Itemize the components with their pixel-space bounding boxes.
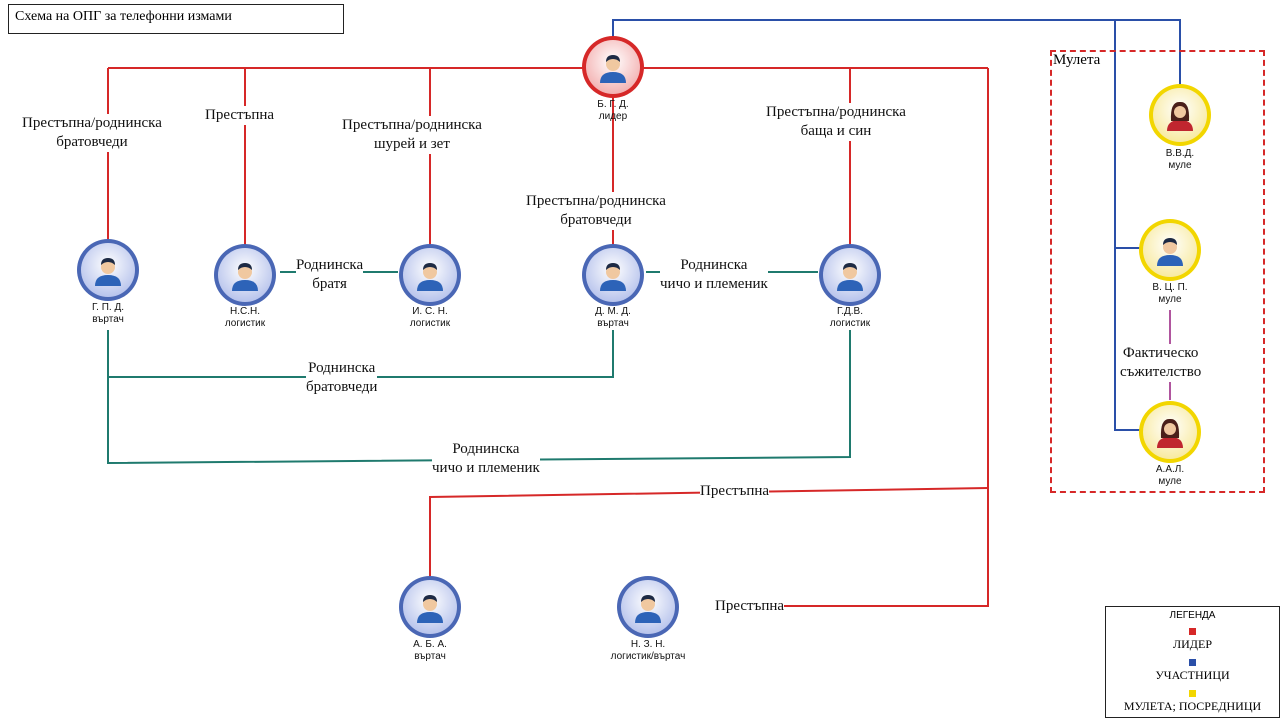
node-gpd: Г. П. Д. въртач xyxy=(43,302,173,326)
node-role: логистик/въртач xyxy=(610,651,686,662)
node-role: логистик xyxy=(829,318,871,329)
link-label-line: Роднинска xyxy=(452,441,520,457)
legend: ЛЕГЕНДА ЛИДЕР УЧАСТНИЦИ МУЛЕТА; ПОСРЕДНИ… xyxy=(1105,606,1280,718)
link-label-nsn-isn: Роднинска братя xyxy=(296,256,364,294)
link-label-line: Престъпна/роднинска xyxy=(766,104,906,120)
node-name: Б. Г. Д. xyxy=(597,99,629,110)
link-label-line: чичо и племеник xyxy=(432,460,540,476)
node-gpd-icon xyxy=(77,239,139,301)
mules-group-box xyxy=(1050,50,1265,493)
link-label-line: Престъпна xyxy=(715,598,785,614)
link-label-line: Роднинска xyxy=(308,360,376,376)
node-name: А.А.Л. xyxy=(1155,464,1185,475)
node-isn: И. С. Н. логистик xyxy=(365,306,495,330)
link-label-bgd-nsn: Престъпна xyxy=(205,106,275,125)
legend-swatch-leader xyxy=(1189,628,1196,635)
link-label-bgd-dmd: Престъпна/роднинска братовчеди xyxy=(526,192,666,230)
link-label-line: чичо и племеник xyxy=(660,276,768,292)
node-nsn: Н.С.Н. логистик xyxy=(180,306,310,330)
link-label-vcp-aal: Фактическо съжителство xyxy=(1120,344,1202,382)
link-label-bgd-gdv: Престъпна/роднинска баща и син xyxy=(766,103,906,141)
link-label-bgd-aba: Престъпна xyxy=(700,482,770,501)
legend-swatch-mules xyxy=(1189,690,1196,697)
link-bgd-mules xyxy=(612,19,1181,88)
node-name: Г. П. Д. xyxy=(91,302,125,313)
link-label-gpd-dmd: Роднинска братовчеди xyxy=(306,359,378,397)
node-nsn-icon xyxy=(214,244,276,306)
link-label-line: братовчеди xyxy=(306,379,378,395)
link-label-line: братовчеди xyxy=(560,212,632,228)
node-role: въртач xyxy=(92,314,124,325)
link-label-gpd-gdv: Роднинска чичо и племеник xyxy=(432,440,540,478)
node-role: муле xyxy=(1168,160,1192,171)
link-label-dmd-gdv: Роднинска чичо и племеник xyxy=(660,256,768,294)
link-label-line: Престъпна xyxy=(700,483,770,499)
node-vvd: В.В.Д. муле xyxy=(1115,148,1245,172)
node-role: лидер xyxy=(598,111,628,122)
node-dmd: Д. М. Д. въртач xyxy=(548,306,678,330)
node-name: Н. З. Н. xyxy=(630,639,666,650)
node-bgd-icon xyxy=(582,36,644,98)
link-bgd-right-trunk xyxy=(715,68,989,607)
link-label-line: Престъпна/роднинска xyxy=(342,117,482,133)
node-isn-icon xyxy=(399,244,461,306)
node-role: въртач xyxy=(597,318,629,329)
link-label-line: Роднинска xyxy=(296,257,364,273)
link-mules-trunk-low xyxy=(1114,248,1140,431)
node-role: логистик xyxy=(224,318,266,329)
node-aba-icon xyxy=(399,576,461,638)
node-role: муле xyxy=(1158,294,1182,305)
node-bgd: Б. Г. Д. лидер xyxy=(548,99,678,123)
node-name: А. Б. А. xyxy=(413,639,447,650)
node-gdv-icon xyxy=(819,244,881,306)
node-gdv: Г.Д.В. логистик xyxy=(785,306,915,330)
link-label-line: братя xyxy=(312,276,347,292)
link-label-line: Роднинска xyxy=(680,257,748,273)
node-name: В.В.Д. xyxy=(1165,148,1195,159)
node-name: В. Ц. П. xyxy=(1152,282,1188,293)
node-vcp: В. Ц. П. муле xyxy=(1105,282,1235,306)
link-label-line: баща и син xyxy=(800,123,872,139)
link-label-line: братовчеди xyxy=(56,134,128,150)
node-aba: А. Б. А. въртач xyxy=(365,639,495,663)
link-label-line: Престъпна/роднинска xyxy=(526,193,666,209)
link-bgd-aba xyxy=(429,487,989,578)
node-vvd-icon xyxy=(1149,84,1211,146)
node-name: И. С. Н. xyxy=(412,306,448,317)
diagram-title: Схема на ОПГ за телефонни измами xyxy=(8,4,344,34)
node-role: въртач xyxy=(414,651,446,662)
link-label-bgd-gpd: Престъпна/роднинска братовчеди xyxy=(22,114,162,152)
legend-swatch-participants xyxy=(1189,659,1196,666)
legend-item-mules: МУЛЕТА; ПОСРЕДНИЦИ xyxy=(1123,699,1262,713)
node-vcp-icon xyxy=(1139,219,1201,281)
node-dmd-icon xyxy=(582,244,644,306)
legend-item-leader: ЛИДЕР xyxy=(1173,637,1212,651)
legend-item-participants: УЧАСТНИЦИ xyxy=(1155,668,1230,682)
link-label-line: шурей и зет xyxy=(373,136,450,152)
node-role: логистик xyxy=(409,318,451,329)
node-aal-icon xyxy=(1139,401,1201,463)
node-name: Д. М. Д. xyxy=(595,306,631,317)
link-label-line: Престъпна/роднинска xyxy=(22,115,162,131)
mules-group-label: Мулета xyxy=(1053,52,1101,68)
node-aal: А.А.Л. муле xyxy=(1105,464,1235,488)
node-name: Н.С.Н. xyxy=(230,306,260,317)
node-role: муле xyxy=(1158,476,1182,487)
link-label-bgd-nzn: Престъпна xyxy=(715,597,785,616)
node-nzn-icon xyxy=(617,576,679,638)
node-name: Г.Д.В. xyxy=(837,306,863,317)
legend-title: ЛЕГЕНДА xyxy=(1169,610,1216,621)
link-label-line: Фактическо xyxy=(1122,345,1199,361)
node-nzn: Н. З. Н. логистик/въртач xyxy=(583,639,713,663)
link-label-line: съжителство xyxy=(1120,364,1202,380)
link-label-line: Престъпна xyxy=(205,107,275,123)
link-label-bgd-isn: Престъпна/роднинска шурей и зет xyxy=(342,116,482,154)
